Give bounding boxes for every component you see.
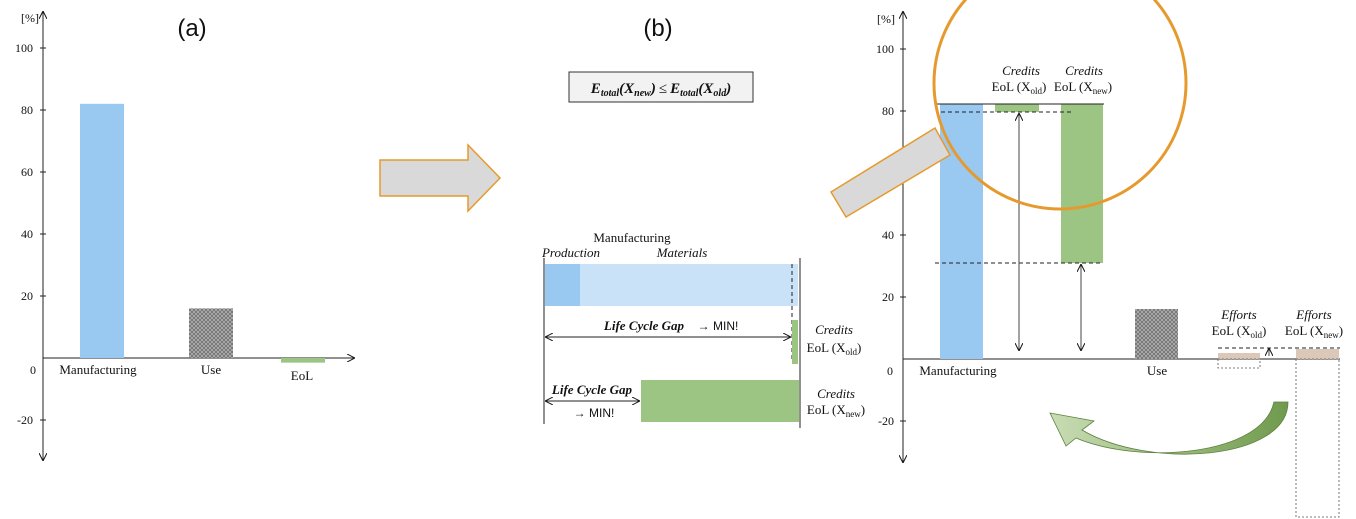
b-eol-new: EoL (Xnew) — [807, 402, 865, 419]
panel-a-bar-manufacturing — [80, 103, 124, 358]
panel-a-bars — [80, 103, 325, 363]
panel-c-tick-label: 0 — [887, 364, 893, 378]
c-use-bar — [1135, 309, 1178, 359]
panel-c-tick-label: 80 — [882, 104, 894, 118]
b-materials-label: Materials — [656, 245, 708, 260]
panel-a-tick-label: 80 — [21, 103, 33, 117]
panel-b-label: (b) — [643, 15, 672, 42]
panel-b: (b) Etotal(Xnew)≤Etotal(Xold) Manufactur… — [541, 15, 865, 428]
panel-a-cat-manufacturing: Manufacturing — [59, 362, 137, 377]
panel-a-cat-eol: EoL — [291, 368, 313, 383]
b-gap1-label: Life Cycle Gap — [603, 318, 685, 333]
panel-a: (a) [%] 100 80 60 40 20 0 -20 Manufacturing Us… — [15, 11, 354, 460]
c-credits-old-bar — [995, 104, 1039, 112]
c-efforts-new-bar — [1296, 349, 1339, 359]
b-gap1-min: → MIN! — [698, 319, 739, 333]
c-efforts-eol-old: EoL (Xold) — [1212, 323, 1267, 340]
panel-c-unit: [%] — [877, 12, 895, 26]
c-eol-old: EoL (Xold) — [992, 79, 1047, 96]
panel-a-tick-label: 20 — [21, 289, 33, 303]
c-manufacturing-bar — [940, 104, 983, 359]
panel-a-label: (a) — [177, 15, 206, 42]
panel-c-tick-label: -20 — [878, 414, 894, 428]
panel-c: [%] 100 80 40 20 0 -20 Manufacturing Use Cred… — [829, 0, 1343, 518]
b-gap2-min: → MIN! — [574, 406, 615, 420]
panel-c-tick-label: 20 — [882, 290, 894, 304]
formula: Etotal(Xnew)≤Etotal(Xold) — [590, 81, 731, 99]
transition-arrow — [379, 143, 502, 213]
panel-a-bar-use — [189, 308, 233, 358]
panel-a-bar-eol — [281, 358, 325, 363]
panel-a-tick-label: 100 — [15, 41, 33, 55]
panel-a-tick-label: 60 — [21, 165, 33, 179]
panel-a-ticks: 100 80 60 40 20 0 -20 — [15, 41, 46, 427]
c-credits-new: Credits — [1065, 63, 1103, 78]
b-credits-new: Credits — [817, 386, 855, 401]
b-gap2-label: Life Cycle Gap — [551, 382, 633, 397]
b-materials-bar — [580, 264, 798, 306]
c-efforts-old: Efforts — [1220, 307, 1256, 322]
panel-c-tick-label: 40 — [882, 228, 894, 242]
c-efforts-new: Efforts — [1295, 307, 1331, 322]
b-credits-old-bar — [792, 320, 798, 364]
b-credits-new-bar — [641, 380, 799, 422]
c-cat-manufacturing: Manufacturing — [919, 363, 997, 378]
panel-a-tick-label: 0 — [30, 363, 36, 377]
c-cat-use: Use — [1147, 363, 1167, 378]
c-credits-old: Credits — [1002, 63, 1040, 78]
c-eol-new: EoL (Xnew) — [1054, 79, 1112, 96]
panel-a-tick-label: -20 — [17, 413, 33, 427]
panel-a-cat-use: Use — [201, 362, 221, 377]
c-credits-new-bar — [1061, 104, 1103, 263]
b-manufacturing-label: Manufacturing — [593, 230, 671, 245]
panel-c-tick-label: 100 — [876, 42, 894, 56]
magnifier-handle — [829, 126, 952, 219]
c-efforts-eol-new: EoL (Xnew) — [1285, 323, 1343, 340]
b-production-bar — [545, 264, 580, 306]
c-efforts-old-bar — [1218, 353, 1260, 359]
c-efforts-new-dashbox — [1295, 358, 1340, 518]
panel-a-unit: [%] — [21, 11, 39, 25]
magnifier-circle-icon — [932, 0, 1188, 211]
panel-a-tick-label: 40 — [21, 227, 33, 241]
curved-arrow-icon — [1049, 401, 1289, 455]
b-production-label: Production — [541, 245, 600, 260]
b-eol-old: EoL (Xold) — [807, 340, 862, 357]
b-credits-old: Credits — [815, 322, 853, 337]
c-efforts-old-dashbox — [1217, 358, 1261, 369]
panel-c-ticks: 100 80 40 20 0 -20 — [876, 42, 906, 428]
formula-box — [568, 71, 754, 103]
